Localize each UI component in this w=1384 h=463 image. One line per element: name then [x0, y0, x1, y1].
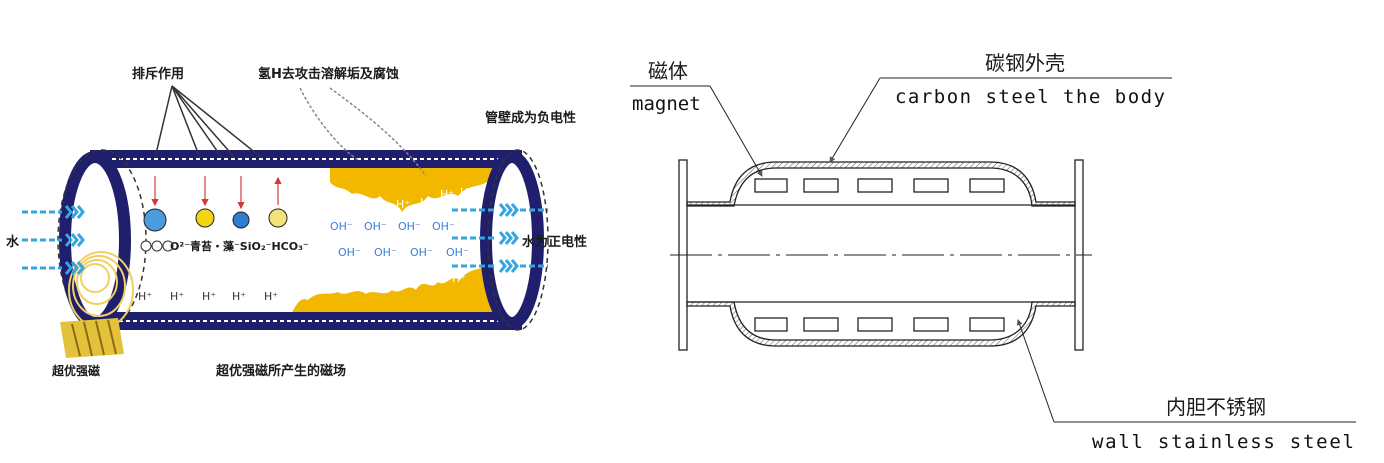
water-positive-label: 水为正电性 — [522, 234, 587, 250]
ion-oxygen — [143, 208, 167, 232]
svg-text:H⁺: H⁺ — [422, 262, 436, 275]
water-inflow-arrows — [22, 205, 85, 275]
ions-label: O²⁻青苔・藻⁻SiO₂⁻HCO₃⁻ — [170, 239, 309, 253]
magnet-block — [60, 318, 124, 358]
svg-text:H⁺: H⁺ — [138, 290, 152, 303]
pipe-outlet-ring — [480, 151, 544, 329]
svg-text:OH⁻: OH⁻ — [364, 220, 387, 233]
svg-text:H⁺: H⁺ — [202, 290, 216, 303]
svg-text:H⁺: H⁺ — [394, 270, 408, 283]
h-ions-bottom: H⁺ H⁺ H⁺ H⁺ H⁺ H⁺ H⁺ H⁺ H⁺ H⁺ H⁺ — [138, 262, 466, 303]
field-label: 超优强磁所产生的磁场 — [216, 363, 346, 379]
right-figure — [630, 77, 1356, 423]
svg-text:H⁺: H⁺ — [264, 290, 278, 303]
right-figure-labels: 磁体 magnet 碳钢外壳 carbon steel the body 内胆不… — [632, 51, 1354, 453]
ion-algae — [195, 208, 215, 228]
magnet-en-label: magnet — [632, 93, 701, 115]
left-figure: H⁺ H⁺ H⁺ H⁺ H⁺ H⁺ H⁺ H⁺ H⁺ H⁺ H⁺ H⁺ H⁺ H… — [6, 66, 587, 379]
svg-text:OH⁻: OH⁻ — [432, 220, 455, 233]
svg-text:H⁺: H⁺ — [444, 212, 458, 225]
hydrogen-leader-lines — [299, 87, 427, 177]
svg-text:H⁺: H⁺ — [300, 284, 314, 297]
svg-text:OH⁻: OH⁻ — [338, 246, 361, 259]
shell-cn-label: 碳钢外壳 — [985, 51, 1065, 75]
svg-text:H⁺: H⁺ — [170, 290, 184, 303]
pipe-bottom-wall — [90, 312, 522, 330]
svg-text:H⁺: H⁺ — [362, 272, 376, 285]
carbon-steel-shell-bottom — [686, 301, 1076, 347]
magnet-cn-label: 磁体 — [648, 59, 688, 83]
magnetic-field-coils — [68, 251, 134, 329]
pipe-body — [57, 149, 549, 358]
magnets-bottom — [754, 317, 1005, 332]
magnet-leader — [709, 85, 763, 177]
pipe-inlet-ring — [59, 151, 131, 329]
carbon-steel-shell-top — [686, 161, 1076, 207]
svg-text:H⁺: H⁺ — [460, 186, 474, 199]
svg-text:H⁺: H⁺ — [396, 198, 410, 211]
svg-text:OH⁻: OH⁻ — [330, 220, 353, 233]
magnets-top — [754, 178, 1005, 193]
water-outflow-arrows — [452, 203, 548, 273]
magnet-label: 超优强磁 — [51, 363, 100, 378]
scale-deposit-top — [330, 168, 492, 212]
shell-en-label: carbon steel the body — [895, 86, 1165, 108]
shell-leader — [829, 77, 881, 163]
water-label: 水 — [6, 234, 20, 250]
repel-label: 排斥作用 — [132, 66, 184, 82]
svg-text:OH⁻: OH⁻ — [446, 246, 469, 259]
svg-text:OH⁻: OH⁻ — [374, 246, 397, 259]
svg-text:H⁺: H⁺ — [232, 290, 246, 303]
hydrogen-attack-label: 氢H去攻击溶解垢及腐蚀 — [258, 66, 399, 82]
svg-text:H⁺: H⁺ — [440, 188, 454, 201]
oh-ions: OH⁻ OH⁻ OH⁻ OH⁻ OH⁻ OH⁻ OH⁻ OH⁻ — [330, 220, 469, 259]
svg-text:OH⁻: OH⁻ — [410, 246, 433, 259]
inner-en-label: wall stainless steel — [1092, 431, 1354, 453]
pipe-wall-negative-label: 管壁成为负电性 — [485, 110, 576, 126]
repel-leader-lines — [154, 85, 263, 159]
svg-text:H⁺: H⁺ — [316, 178, 330, 191]
ion-particles — [140, 176, 288, 252]
inner-leader — [1016, 319, 1055, 423]
svg-text:H⁺: H⁺ — [452, 272, 466, 285]
svg-text:H⁺: H⁺ — [378, 204, 392, 217]
ion-hco3 — [268, 208, 288, 228]
scale-deposit-bottom — [292, 262, 492, 312]
h-ions-top: H⁺ H⁺ H⁺ H⁺ H⁺ H⁺ H⁺ H⁺ H⁺ — [316, 178, 474, 225]
svg-text:OH⁻: OH⁻ — [398, 220, 421, 233]
pipe-outlet-outer-dashed — [487, 149, 549, 331]
inner-cn-label: 内胆不锈钢 — [1166, 395, 1266, 419]
svg-text:H⁺: H⁺ — [330, 280, 344, 293]
ion-sio2 — [232, 211, 250, 229]
svg-text:H⁺: H⁺ — [336, 190, 350, 203]
svg-text:H⁺: H⁺ — [420, 196, 434, 209]
svg-text:H⁺: H⁺ — [358, 200, 372, 213]
